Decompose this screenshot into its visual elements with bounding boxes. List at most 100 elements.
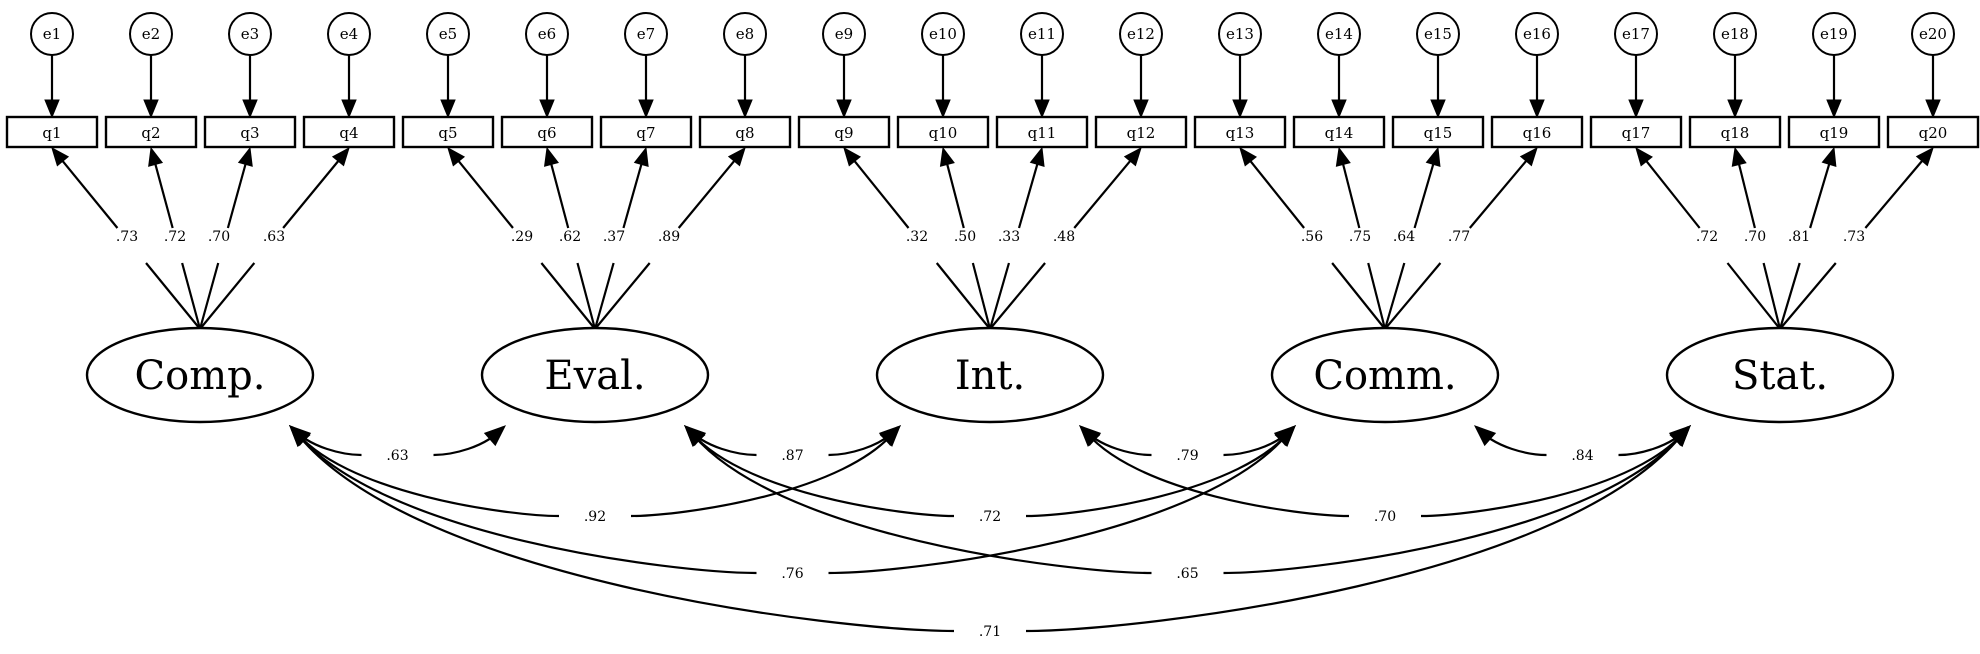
loading-edge-upper-q19 <box>1809 163 1831 229</box>
loading-value-q1: .73 <box>116 229 138 245</box>
loading-arrowhead-q11 <box>1029 146 1045 167</box>
loading-value-q6: .62 <box>559 229 581 245</box>
correlation-value-2-4: .70 <box>1374 509 1396 525</box>
loading-value-q8: .89 <box>658 229 680 245</box>
indicator-label-q9: q9 <box>834 124 853 142</box>
correlation-arrowhead-start-0-4 <box>289 425 311 447</box>
error-label-e6: e6 <box>538 25 556 43</box>
factor-label-1: Eval. <box>544 353 645 399</box>
factor-label-4: Stat. <box>1732 353 1828 399</box>
error-arrowhead-e10 <box>935 99 951 119</box>
indicator-box-q13 <box>1193 115 1287 149</box>
loading-value-q2: .72 <box>164 229 186 245</box>
error-label-e2: e2 <box>142 25 160 43</box>
loading-arrowhead-q17 <box>1635 146 1653 167</box>
error-label-e4: e4 <box>340 25 358 43</box>
correlation-curve-1-3 <box>686 426 1294 518</box>
loading-value-q16: .77 <box>1448 229 1470 245</box>
indicator-label-q5: q5 <box>438 124 457 142</box>
error-arrowhead-e18 <box>1727 99 1743 119</box>
loading-value-q18: .70 <box>1744 229 1766 245</box>
indicator-label-q13: q13 <box>1226 124 1255 142</box>
loading-edge-lower-q14 <box>1367 262 1387 330</box>
correlation-arrowhead-start-3-4 <box>1473 425 1497 447</box>
indicator-box-q4 <box>302 115 396 149</box>
loading-edge-upper-q15 <box>1413 164 1435 229</box>
loading-edge-lower-q1 <box>145 262 201 330</box>
error-arrowhead-e11 <box>1034 99 1050 119</box>
error-arrowhead-e5 <box>440 99 456 119</box>
indicator-box-q16 <box>1490 115 1584 149</box>
error-label-e7: e7 <box>637 25 655 43</box>
indicator-box-q3 <box>203 115 297 149</box>
loading-value-q4: .63 <box>263 229 285 245</box>
loading-edge-upper-q20 <box>1864 160 1923 229</box>
correlation-value-3-4: .84 <box>1571 448 1593 464</box>
loading-edge-lower-q18 <box>1762 262 1782 330</box>
correlation-curve-0-2 <box>291 426 899 518</box>
loading-edge-upper-q11 <box>1017 164 1039 229</box>
indicator-label-q14: q14 <box>1325 124 1354 142</box>
loading-arrowhead-q8 <box>727 146 746 167</box>
indicator-box-q11 <box>995 115 1089 149</box>
error-label-e10: e10 <box>929 25 957 43</box>
error-arrowhead-e17 <box>1628 99 1644 119</box>
error-arrowhead-e1 <box>44 99 60 119</box>
error-label-e16: e16 <box>1523 25 1551 43</box>
error-arrowhead-e15 <box>1430 99 1446 119</box>
error-label-e1: e1 <box>43 25 61 43</box>
loading-edge-upper-q14 <box>1342 164 1361 229</box>
loading-value-q15: .64 <box>1393 229 1415 245</box>
loading-edge-lower-q9 <box>935 262 991 330</box>
error-label-e8: e8 <box>736 25 754 43</box>
loading-edge-lower-q20 <box>1779 262 1837 330</box>
error-label-e14: e14 <box>1325 25 1353 43</box>
loading-edge-lower-q3 <box>198 262 220 330</box>
loading-value-q14: .75 <box>1349 229 1371 245</box>
loading-arrowhead-q10 <box>939 146 955 167</box>
loading-value-q5: .29 <box>511 229 533 245</box>
loading-arrowhead-q19 <box>1821 146 1837 167</box>
correlation-value-0-1: .63 <box>386 448 408 464</box>
loading-edge-lower-q7 <box>593 262 615 330</box>
indicator-box-q9 <box>797 115 891 149</box>
correlation-value-0-2: .92 <box>584 509 606 525</box>
correlation-arrowhead-end-0-1 <box>483 425 507 447</box>
correlation-curve-0-4 <box>291 426 1689 633</box>
indicator-box-q8 <box>698 115 792 149</box>
correlation-arrowhead-end-0-3 <box>1274 425 1296 447</box>
error-label-e13: e13 <box>1226 25 1254 43</box>
loading-edge-upper-q5 <box>457 160 514 229</box>
indicator-box-q14 <box>1292 115 1386 149</box>
error-arrowhead-e12 <box>1133 99 1149 119</box>
correlation-arrowhead-start-1-4 <box>684 425 706 447</box>
loading-edge-upper-q16 <box>1468 160 1527 229</box>
loading-arrowhead-q18 <box>1731 146 1747 167</box>
indicator-box-q18 <box>1688 115 1782 149</box>
error-arrowhead-e16 <box>1529 99 1545 119</box>
indicator-label-q6: q6 <box>537 124 556 142</box>
loading-edge-lower-q6 <box>576 262 597 330</box>
loading-edge-lower-q10 <box>971 262 992 330</box>
error-label-e5: e5 <box>439 25 457 43</box>
indicator-box-q17 <box>1589 115 1683 149</box>
indicator-label-q17: q17 <box>1622 124 1651 142</box>
indicator-label-q18: q18 <box>1721 124 1750 142</box>
loading-arrowhead-q9 <box>843 146 862 167</box>
factor-ellipse-3 <box>1270 326 1500 424</box>
loading-edge-upper-q17 <box>1645 160 1701 229</box>
loading-value-q7: .37 <box>603 229 625 245</box>
error-arrowhead-e4 <box>341 99 357 119</box>
indicator-box-q19 <box>1787 115 1881 149</box>
loading-edge-upper-q3 <box>226 164 247 229</box>
loading-edge-lower-q16 <box>1384 262 1442 330</box>
error-label-e12: e12 <box>1127 25 1155 43</box>
correlation-arrowhead-end-0-2 <box>879 425 901 447</box>
loading-value-q19: .81 <box>1788 229 1810 245</box>
loading-edge-upper-q18 <box>1738 164 1756 229</box>
indicator-label-q12: q12 <box>1127 124 1156 142</box>
indicator-box-q6 <box>500 115 594 149</box>
loading-edge-lower-q19 <box>1778 262 1801 330</box>
correlation-curve-1-4 <box>686 426 1689 575</box>
